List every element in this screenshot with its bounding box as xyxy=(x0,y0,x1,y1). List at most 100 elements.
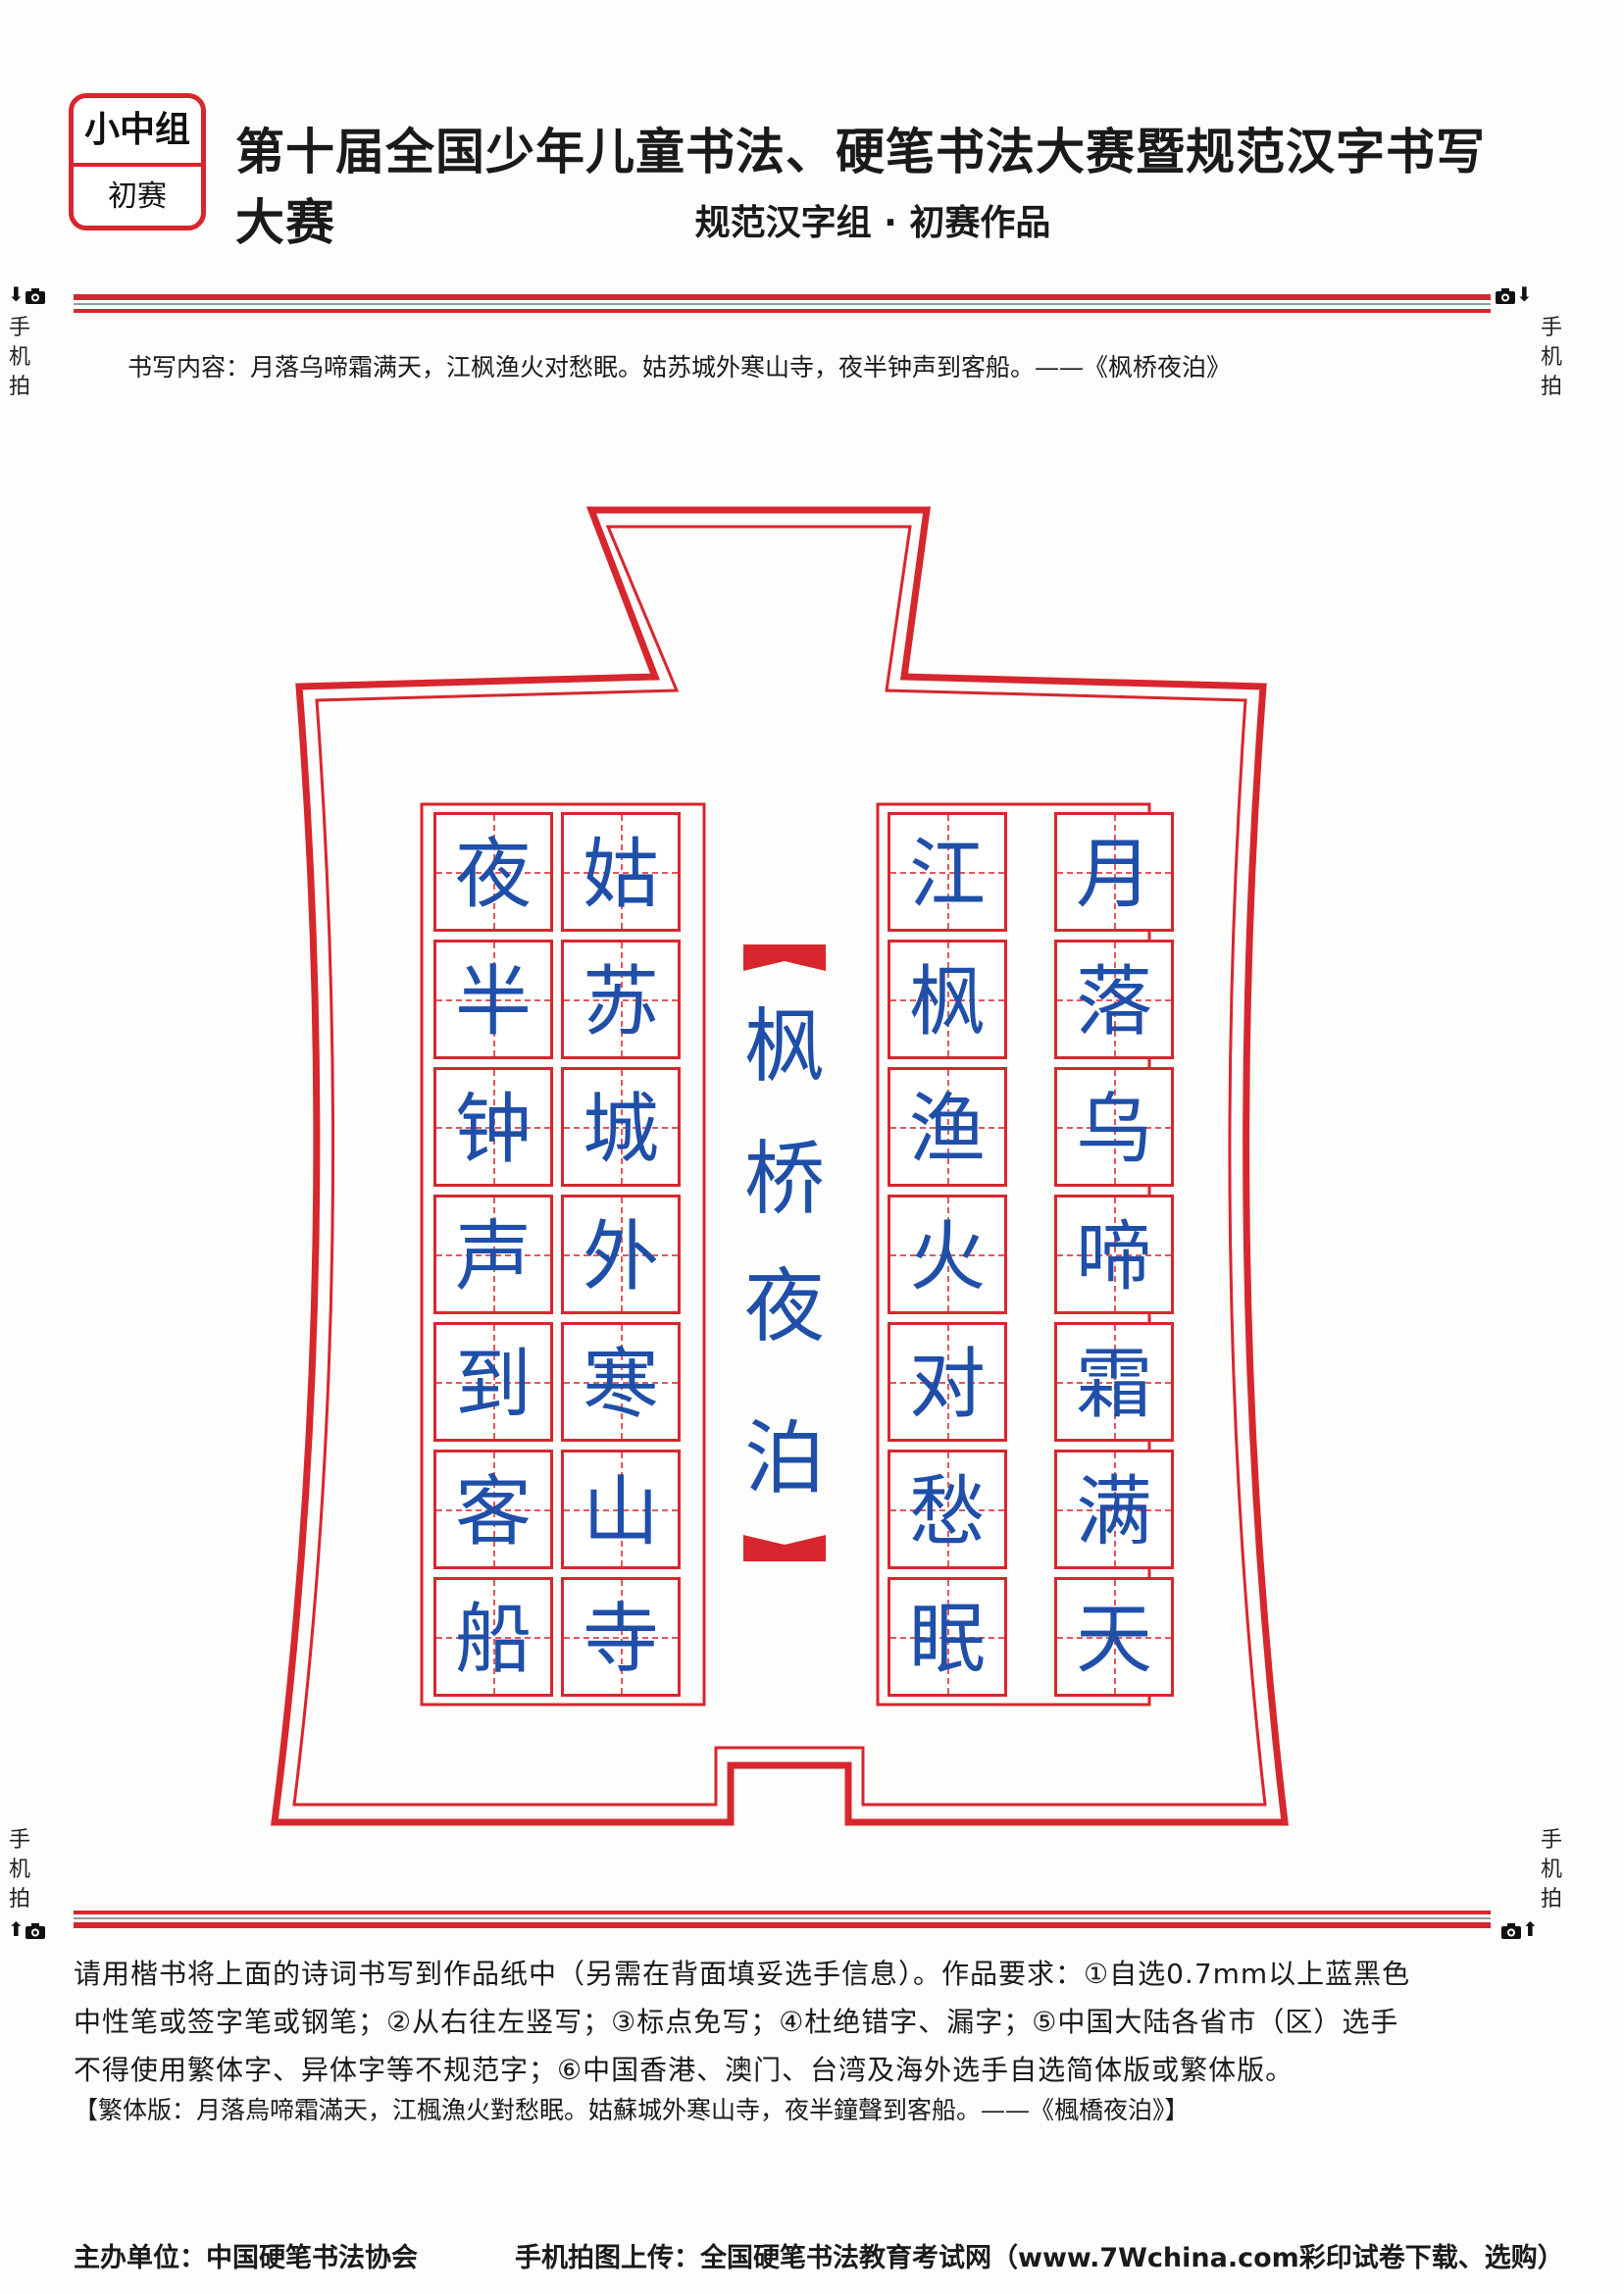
grid-char: 愁 xyxy=(908,1468,986,1556)
grid-cell: 枫 xyxy=(888,940,1007,1059)
arrow-up-icon: ⬆ xyxy=(8,1917,25,1941)
grid-cell: 城 xyxy=(561,1067,681,1187)
camera-icon xyxy=(1496,287,1515,304)
grid-char: 城 xyxy=(582,1086,659,1174)
top-rule-gray xyxy=(74,303,1491,305)
instructions: 请用楷书将上面的诗词书写到作品纸中（另需在背面填妥选手信息）。作品要求：①自选0… xyxy=(74,1950,1496,2094)
arrow-up-icon: ⬆ xyxy=(1522,1917,1539,1941)
grid-cell: 夜 xyxy=(433,812,553,932)
grid-char: 月 xyxy=(1075,831,1152,919)
group-badge: 小中组 初赛 xyxy=(69,93,206,230)
grid-cell: 啼 xyxy=(1054,1195,1174,1314)
poem-title-char: 夜 xyxy=(743,1260,825,1353)
grid-cell: 声 xyxy=(433,1195,553,1314)
grid-char: 乌 xyxy=(1075,1086,1152,1174)
grid-cell: 半 xyxy=(433,940,553,1059)
top-rule-red-thin xyxy=(74,309,1491,313)
grid-char: 寒 xyxy=(582,1341,659,1429)
grid-char: 客 xyxy=(454,1468,532,1556)
phone-mark-text: 手机拍 xyxy=(1540,1828,1562,1912)
grid-cell: 寒 xyxy=(561,1322,681,1442)
grid-char: 山 xyxy=(582,1468,659,1556)
grid-cell: 满 xyxy=(1054,1450,1174,1569)
grid-char: 眠 xyxy=(908,1596,986,1684)
grid-char: 寺 xyxy=(582,1596,659,1684)
grid-char: 火 xyxy=(908,1213,986,1301)
camera-icon xyxy=(25,287,45,304)
writing-grid: 月 落 乌 啼 霜 满 天 江 枫 渔 火 对 愁 眠 姑 苏 城 外 寒 山 … xyxy=(433,812,1174,1697)
grid-cell: 眠 xyxy=(888,1577,1007,1697)
page-subtitle: 规范汉字组 · 初赛作品 xyxy=(694,203,1051,243)
grid-char: 天 xyxy=(1075,1596,1152,1684)
grid-cell: 霜 xyxy=(1054,1322,1174,1442)
bottom-left-marker: ⬆ xyxy=(8,1917,46,1941)
footer-organizer: 主办单位：中国硬笔书法协会 xyxy=(74,2243,418,2273)
grid-char: 对 xyxy=(908,1341,986,1429)
phone-mark-text: 手机拍 xyxy=(8,316,30,399)
grid-cell: 火 xyxy=(888,1195,1007,1314)
grid-cell: 姑 xyxy=(561,812,681,932)
grid-cell: 愁 xyxy=(888,1450,1007,1569)
grid-char: 枫 xyxy=(908,958,986,1046)
grid-cell: 落 xyxy=(1054,940,1174,1059)
grid-cell: 外 xyxy=(561,1195,681,1314)
grid-cell: 天 xyxy=(1054,1577,1174,1697)
phone-mark-top-right: 手机拍 xyxy=(1532,314,1571,402)
grid-char: 姑 xyxy=(582,831,659,919)
grid-char: 落 xyxy=(1075,958,1152,1046)
grid-char: 到 xyxy=(454,1341,532,1429)
camera-icon xyxy=(25,1922,45,1939)
grid-char: 苏 xyxy=(582,958,659,1046)
grid-cell: 乌 xyxy=(1054,1067,1174,1187)
badge-group-label: 小中组 xyxy=(74,98,201,167)
phone-mark-bottom-right: 手机拍 xyxy=(1532,1826,1571,1914)
top-left-marker: ⬇ xyxy=(8,282,46,306)
content-line: 书写内容：月落乌啼霜满天，江枫渔火对愁眠。姑苏城外寒山寺，夜半钟声到客船。——《… xyxy=(127,353,1232,382)
instructions-line: 中性笔或签字笔或钢笔；②从右往左竖写；③标点免写；④杜绝错字、漏字；⑤中国大陆各… xyxy=(74,2006,1399,2038)
poem-title-char: 桥 xyxy=(743,1133,825,1226)
phone-mark-bottom-left: 手机拍 xyxy=(0,1826,39,1914)
poem-title-char: 枫 xyxy=(743,1000,825,1094)
grid-char: 半 xyxy=(454,958,532,1046)
top-rule-red xyxy=(74,294,1491,300)
phone-mark-text: 手机拍 xyxy=(1540,316,1562,399)
poem-title-char: 泊 xyxy=(743,1412,825,1505)
instructions-line: 请用楷书将上面的诗词书写到作品纸中（另需在背面填妥选手信息）。作品要求：①自选0… xyxy=(74,1958,1411,1990)
phone-mark-text: 手机拍 xyxy=(8,1828,30,1912)
instructions-line: 不得使用繁体字、异体字等不规范字；⑥中国香港、澳门、台湾及海外选手自选简体版或繁… xyxy=(74,2054,1294,2086)
grid-cell: 客 xyxy=(433,1450,553,1569)
grid-char: 外 xyxy=(582,1213,659,1301)
arrow-down-icon: ⬇ xyxy=(1516,282,1533,306)
grid-cell: 对 xyxy=(888,1322,1007,1442)
arrow-down-icon: ⬇ xyxy=(8,282,25,306)
grid-cell: 山 xyxy=(561,1450,681,1569)
grid-char: 满 xyxy=(1075,1468,1152,1556)
bottom-rule-red xyxy=(74,1922,1491,1928)
grid-char: 钟 xyxy=(454,1086,532,1174)
poem-title: 枫 桥 夜 泊 xyxy=(741,0,828,1569)
grid-cell: 到 xyxy=(433,1322,553,1442)
grid-char: 船 xyxy=(454,1596,532,1684)
grid-char: 啼 xyxy=(1075,1213,1152,1301)
grid-cell: 月 xyxy=(1054,812,1174,932)
badge-stage-label: 初赛 xyxy=(108,179,167,214)
grid-cell: 钟 xyxy=(433,1067,553,1187)
top-right-marker: ⬇ xyxy=(1495,282,1533,306)
grid-cell: 船 xyxy=(433,1577,553,1697)
title-bracket-bottom xyxy=(743,1535,826,1561)
bottom-rule-red-thin xyxy=(74,1911,1491,1914)
grid-char: 霜 xyxy=(1075,1341,1152,1429)
footer-upload: 手机拍图上传：全国硬笔书法教育考试网（www.7Wchina.com彩印试卷下载… xyxy=(515,2243,1564,2273)
phone-mark-top-left: 手机拍 xyxy=(0,314,39,402)
traditional-version: 【繁体版：月落烏啼霜滿天，江楓漁火對愁眠。姑蘇城外寒山寺，夜半鐘聲到客船。——《… xyxy=(74,2096,1190,2124)
grid-cell: 寺 xyxy=(561,1577,681,1697)
grid-char: 夜 xyxy=(454,831,532,919)
bottom-right-marker: ⬆ xyxy=(1500,1917,1539,1941)
grid-char: 渔 xyxy=(908,1086,986,1174)
camera-icon xyxy=(1501,1922,1521,1939)
grid-cell: 江 xyxy=(888,812,1007,932)
grid-cell: 渔 xyxy=(888,1067,1007,1187)
title-bracket-top xyxy=(743,944,826,971)
bottom-rule-gray xyxy=(74,1917,1491,1919)
